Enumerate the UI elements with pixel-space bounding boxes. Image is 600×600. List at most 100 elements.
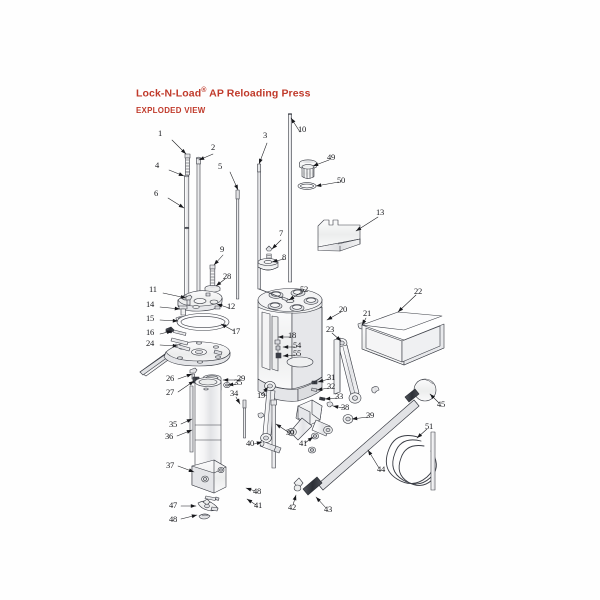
callout-number-9: 9	[220, 244, 225, 254]
part-40-clevis-pin	[259, 440, 282, 454]
leader-arrowhead-3	[259, 158, 263, 164]
leader-arrowhead-49	[313, 162, 319, 166]
leader-arrowhead-31	[318, 378, 324, 383]
part-34-top-pin	[242, 399, 247, 439]
part-44-handle	[317, 399, 420, 491]
callout-number-17: 17	[232, 326, 241, 336]
callout-number-20: 20	[339, 304, 348, 314]
callout-number-14: 14	[146, 299, 155, 309]
leader-arrowhead-43	[316, 497, 321, 503]
part-43-grip	[302, 476, 323, 496]
callout-number-16: 16	[146, 327, 155, 337]
leader-arrowhead-38	[333, 405, 339, 409]
part-45-ball-knob	[404, 378, 437, 403]
callout-number-27: 27	[166, 387, 175, 397]
callout-number-42: 42	[288, 502, 297, 512]
part-17-o-ring	[176, 313, 230, 331]
leader-arrowhead-6	[178, 203, 184, 208]
callout-number-52: 52	[300, 284, 309, 294]
callout-number-40: 40	[246, 438, 255, 448]
part-36-primer-tube	[194, 377, 222, 467]
leader-arrowhead-7	[272, 243, 278, 249]
part-50-o-ring	[297, 182, 317, 190]
leader-arrowhead-47	[190, 504, 196, 508]
leader-arrowhead-13	[356, 226, 362, 231]
leader-arrowhead-35	[228, 382, 234, 387]
part-7-8-assembly	[257, 245, 279, 271]
part-2-long-rod	[196, 156, 201, 299]
part-16-bolt	[165, 326, 187, 336]
callout-number-41: 41	[254, 500, 263, 510]
part-26-pin	[189, 367, 198, 380]
callout-number-41: 41	[299, 438, 308, 448]
leader-arrowhead-32	[317, 387, 323, 392]
leader-arrowhead-1	[180, 148, 186, 154]
leader-arrowhead-34	[235, 398, 240, 404]
part-5-rod	[235, 189, 240, 300]
leader-arrowhead-30	[276, 424, 282, 429]
leader-arrowhead-36	[186, 430, 192, 434]
leader-arrowhead-39	[352, 416, 358, 421]
leader-arrowhead-44	[368, 450, 373, 456]
part-48-clip-left	[198, 513, 211, 520]
callout-number-45: 45	[437, 399, 446, 409]
callout-number-11: 11	[149, 284, 157, 294]
leader-arrowhead-11	[180, 295, 186, 299]
callout-number-21: 21	[363, 308, 372, 318]
callout-number-31: 31	[327, 372, 336, 382]
leader-arrowhead-26	[186, 373, 192, 378]
callout-number-37: 37	[166, 460, 175, 470]
leader-arrowhead-28	[216, 281, 222, 286]
leader-arrowhead-55	[283, 353, 289, 358]
leader-arrowhead-23	[335, 336, 341, 341]
leader-arrowhead-45	[430, 394, 436, 400]
callout-number-13: 13	[376, 207, 385, 217]
callout-number-50: 50	[337, 175, 346, 185]
callout-number-5: 5	[218, 161, 223, 171]
callout-number-51: 51	[425, 421, 434, 431]
callout-number-35: 35	[234, 377, 243, 387]
callout-number-49: 49	[327, 152, 336, 162]
callout-number-22: 22	[414, 286, 423, 296]
part-4-6-long-rod	[184, 174, 190, 299]
callout-number-1: 1	[158, 128, 163, 138]
registered-mark: ®	[201, 87, 207, 94]
leader-arrowhead-27	[188, 381, 194, 386]
leader-arrowhead-24	[172, 343, 178, 348]
part-35-washer-right	[223, 382, 231, 388]
callout-number-35: 35	[169, 419, 178, 429]
callout-number-30: 30	[286, 427, 295, 437]
callout-number-39: 39	[366, 410, 375, 420]
callout-number-3: 3	[263, 130, 268, 140]
part-47-linkage	[197, 498, 219, 512]
linkage-cluster	[257, 380, 380, 454]
leader-arrowhead-17	[221, 324, 227, 329]
leader-arrowhead-19	[263, 387, 268, 393]
leader-arrowhead-41	[307, 437, 313, 442]
leader-arrowhead-18	[278, 335, 284, 339]
callout-number-23: 23	[326, 324, 335, 334]
part-3-rod	[257, 163, 262, 290]
callout-number-33: 33	[335, 391, 344, 401]
leader-arrowhead-10	[291, 118, 296, 124]
callout-number-7: 7	[279, 228, 284, 238]
part-34-pin	[204, 495, 220, 501]
callout-number-28: 28	[223, 271, 232, 281]
part-1-pin	[184, 153, 191, 176]
shellplate-assembly	[163, 337, 231, 367]
part-10-rod	[288, 112, 292, 283]
part-14-bushing	[178, 305, 188, 316]
callout-number-48: 48	[169, 514, 178, 524]
leader-arrowhead-2	[199, 156, 205, 160]
callout-number-43: 43	[324, 504, 333, 514]
leader-arrowhead-21	[362, 319, 367, 325]
callout-number-38: 38	[341, 402, 350, 412]
title-main-text: Lock-N-Load	[136, 87, 202, 100]
callout-number-8: 8	[282, 252, 287, 262]
leader-arrowhead-14	[174, 306, 180, 311]
leader-arrowhead-9	[214, 259, 219, 265]
callout-number-26: 26	[166, 373, 175, 383]
callout-number-47: 47	[169, 500, 178, 510]
part-49-bushing	[299, 159, 317, 179]
